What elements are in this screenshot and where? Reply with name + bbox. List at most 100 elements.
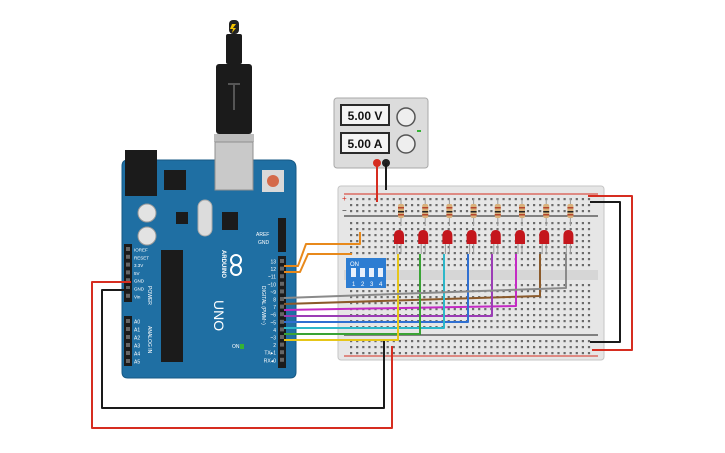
breadboard-hole[interactable] (423, 340, 426, 343)
usb-cable[interactable] (214, 20, 254, 142)
reset-button[interactable] (267, 175, 279, 187)
breadboard-hole[interactable] (392, 252, 395, 255)
breadboard-hole[interactable] (478, 302, 481, 305)
breadboard-hole[interactable] (459, 246, 462, 249)
breadboard-hole[interactable] (435, 258, 438, 261)
wire-pin-6[interactable] (283, 254, 517, 311)
breadboard-hole[interactable] (526, 264, 530, 267)
breadboard-hole[interactable] (417, 302, 420, 305)
breadboard-hole[interactable] (368, 252, 371, 255)
wire-pin-12[interactable] (284, 232, 361, 267)
breadboard-hole[interactable] (526, 308, 530, 311)
breadboard-hole[interactable] (411, 290, 414, 293)
breadboard-hole[interactable] (447, 222, 450, 225)
breadboard-hole[interactable] (551, 264, 554, 267)
breadboard-hole[interactable] (551, 340, 554, 343)
breadboard-hole[interactable] (447, 246, 450, 249)
breadboard-hole[interactable] (386, 290, 389, 293)
breadboard-hole[interactable] (386, 252, 389, 255)
breadboard-hole[interactable] (587, 284, 591, 287)
breadboard-hole[interactable] (423, 228, 426, 231)
breadboard-hole[interactable] (508, 210, 511, 213)
breadboard-hole[interactable] (569, 228, 572, 231)
red-led[interactable] (394, 230, 404, 244)
breadboard-hole[interactable] (581, 326, 584, 329)
breadboard-hole[interactable] (533, 210, 536, 213)
breadboard-hole[interactable] (429, 204, 432, 207)
breadboard-hole[interactable] (411, 340, 414, 343)
breadboard-hole[interactable] (539, 204, 542, 207)
breadboard-hole[interactable] (526, 340, 530, 343)
digital-pin[interactable] (280, 274, 284, 279)
wire-rail-ground-right[interactable] (590, 201, 621, 343)
breadboard-hole[interactable] (526, 326, 530, 329)
breadboard-hole[interactable] (557, 240, 560, 243)
breadboard-hole[interactable] (581, 290, 584, 293)
breadboard-hole[interactable] (368, 210, 371, 213)
breadboard-hole[interactable] (441, 258, 444, 261)
breadboard-hole[interactable] (478, 320, 481, 323)
breadboard-hole[interactable] (417, 296, 420, 299)
breadboard-hole[interactable] (496, 284, 499, 287)
breadboard-hole[interactable] (557, 346, 560, 349)
breadboard-hole[interactable] (569, 290, 572, 293)
breadboard-hole[interactable] (350, 246, 353, 249)
breadboard-hole[interactable] (508, 240, 511, 243)
breadboard-hole[interactable] (368, 290, 371, 293)
power-pin[interactable] (126, 270, 130, 275)
breadboard-hole[interactable] (453, 246, 456, 249)
breadboard-hole[interactable] (575, 352, 578, 355)
breadboard-hole[interactable] (362, 296, 365, 299)
breadboard-hole[interactable] (478, 240, 481, 243)
breadboard-hole[interactable] (441, 222, 444, 225)
breadboard-hole[interactable] (411, 346, 414, 349)
breadboard-hole[interactable] (520, 320, 523, 323)
breadboard-hole[interactable] (441, 198, 444, 201)
breadboard-hole[interactable] (472, 308, 475, 311)
breadboard-hole[interactable] (356, 204, 359, 207)
breadboard-hole[interactable] (374, 204, 377, 207)
breadboard-hole[interactable] (411, 210, 414, 213)
breadboard-hole[interactable] (417, 234, 420, 237)
breadboard-hole[interactable] (380, 222, 383, 225)
breadboard-hole[interactable] (581, 204, 584, 207)
breadboard-hole[interactable] (453, 240, 456, 243)
analog-pin[interactable] (126, 327, 130, 331)
breadboard-hole[interactable] (386, 302, 389, 305)
breadboard-hole[interactable] (453, 252, 456, 255)
breadboard-hole[interactable] (429, 346, 432, 349)
breadboard-hole[interactable] (362, 352, 365, 355)
breadboard-hole[interactable] (569, 314, 572, 317)
breadboard-hole[interactable] (587, 302, 591, 305)
digital-pin[interactable] (280, 289, 284, 294)
breadboard-hole[interactable] (557, 326, 560, 329)
breadboard-hole[interactable] (563, 346, 566, 349)
breadboard-hole[interactable] (472, 320, 475, 323)
breadboard-hole[interactable] (417, 246, 420, 249)
analog-pin[interactable] (126, 319, 130, 323)
breadboard-hole[interactable] (514, 320, 517, 323)
breadboard-hole[interactable] (417, 228, 420, 231)
breadboard-hole[interactable] (392, 264, 395, 267)
breadboard-hole[interactable] (411, 264, 414, 267)
breadboard-hole[interactable] (404, 290, 408, 293)
breadboard-hole[interactable] (502, 326, 505, 329)
breadboard-hole[interactable] (435, 302, 438, 305)
breadboard-hole[interactable] (411, 252, 414, 255)
breadboard-hole[interactable] (465, 346, 469, 349)
breadboard-hole[interactable] (490, 352, 493, 355)
breadboard-hole[interactable] (453, 258, 456, 261)
breadboard-hole[interactable] (380, 296, 383, 299)
wire-pin-7[interactable] (283, 254, 541, 305)
breadboard-hole[interactable] (502, 258, 505, 261)
breadboard-hole[interactable] (423, 284, 426, 287)
breadboard-hole[interactable] (575, 228, 578, 231)
breadboard-hole[interactable] (472, 346, 475, 349)
breadboard-hole[interactable] (441, 284, 444, 287)
breadboard-hole[interactable] (350, 340, 353, 343)
breadboard-hole[interactable] (545, 258, 548, 261)
breadboard-hole[interactable] (551, 352, 554, 355)
breadboard-hole[interactable] (557, 234, 560, 237)
breadboard-hole[interactable] (545, 352, 548, 355)
breadboard-hole[interactable] (563, 264, 566, 267)
